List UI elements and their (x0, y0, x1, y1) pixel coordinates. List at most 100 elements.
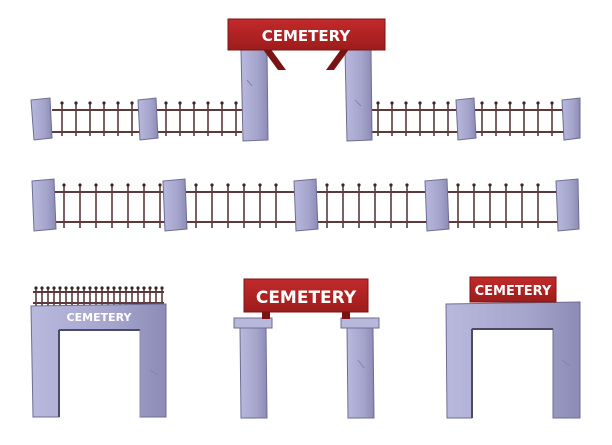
iron-bar-tip (210, 183, 214, 187)
fence-section (448, 183, 558, 228)
iron-bar-tip (142, 183, 146, 187)
iron-bar-tip (142, 286, 146, 290)
fence-section-right-mid (370, 101, 458, 136)
iron-bar-tip (480, 101, 484, 105)
iron-bar-tip (432, 101, 436, 105)
stone-pillar (561, 97, 581, 141)
iron-bar-tip (88, 286, 92, 290)
iron-bar-tip (258, 183, 262, 187)
iron-bar-tip (325, 183, 329, 187)
iron-bar-tip (226, 183, 230, 187)
iron-bar-tip (536, 183, 540, 187)
iron-bar-tip (373, 183, 377, 187)
sign-arch: CEMETERY (233, 278, 380, 419)
fence-section-right (474, 101, 564, 136)
iron-bar-tip (389, 183, 393, 187)
fence-section (317, 183, 427, 228)
iron-bar-tip (60, 101, 64, 105)
fence-row-with-arch: CEMETERY (30, 18, 581, 142)
iron-bar-tip (520, 183, 524, 187)
iron-bar-tip (206, 101, 210, 105)
stone-pillar (162, 178, 188, 232)
iron-bar-tip (34, 286, 38, 290)
iron-bar-tip (242, 183, 246, 187)
arch-sign-board: CEMETERY (227, 18, 386, 51)
fence-section (186, 183, 296, 228)
iron-bar-tip (158, 183, 162, 187)
stone-pillar (424, 178, 450, 232)
sign-arch-board (243, 278, 369, 313)
iron-bar-tip (116, 101, 120, 105)
iron-bar-tip (74, 101, 78, 105)
iron-bar-tip (118, 286, 122, 290)
iron-bar-tip (40, 286, 44, 290)
stone-pillar (30, 97, 53, 141)
iron-bar-tip (488, 183, 492, 187)
iron-bar-tip (504, 183, 508, 187)
fence-section (54, 183, 165, 228)
iron-bar-tip (70, 286, 74, 290)
sign-arch-text: CEMETERY (256, 288, 357, 308)
stone-arch-label: CEMETERY (67, 311, 133, 324)
iron-bar-tip (78, 183, 82, 187)
iron-bar-tip (136, 286, 140, 290)
iron-bar-tip (220, 101, 224, 105)
iron-bar-tip (194, 183, 198, 187)
block-arch: CEMETERY (445, 276, 581, 419)
block-arch-sign-text: CEMETERY (475, 284, 552, 299)
iron-bar-tip (522, 101, 526, 105)
iron-bar-tip (446, 101, 450, 105)
iron-bar-tip (154, 286, 158, 290)
iron-bar-tip (46, 286, 50, 290)
iron-bar-tip (58, 286, 62, 290)
iron-bar-tip (494, 101, 498, 105)
iron-bar-tip (110, 183, 114, 187)
iron-bar-tip (357, 183, 361, 187)
stone-arch-with-fence: CEMETERY (30, 286, 167, 418)
iron-bar-tip (536, 101, 540, 105)
iron-bar-tip (106, 286, 110, 290)
sign-brackets (262, 48, 350, 70)
block-arch-sign-board (469, 276, 557, 303)
iron-bar-tip (404, 101, 408, 105)
iron-bar-tip (126, 183, 130, 187)
arch-pillar-left (240, 47, 269, 142)
iron-bar-tip (148, 286, 152, 290)
iron-bar-tip (130, 101, 134, 105)
iron-bar-tip (82, 286, 86, 290)
iron-bar-tip (274, 183, 278, 187)
iron-bar-tip (112, 286, 116, 290)
iron-bar-tip (405, 183, 409, 187)
iron-bar-tip (178, 101, 182, 105)
fence-section-left-mid (157, 101, 242, 136)
iron-bar-tip (418, 101, 422, 105)
iron-bar-tip (94, 286, 98, 290)
iron-bar-tip (62, 183, 66, 187)
arch-sign-text: CEMETERY (262, 27, 352, 45)
stone-pillar (455, 97, 477, 141)
stone-pillar (555, 178, 580, 232)
iron-bar-tip (94, 183, 98, 187)
stone-pillar (293, 178, 319, 232)
iron-bar-tip (234, 101, 238, 105)
iron-bar-tip (160, 286, 164, 290)
iron-bar-tip (52, 286, 56, 290)
iron-bar-tip (508, 101, 512, 105)
fence-row-long (31, 178, 580, 232)
iron-bar-tip (341, 183, 345, 187)
iron-bar-tip (390, 101, 394, 105)
iron-bar-tip (88, 101, 92, 105)
iron-bar-tip (192, 101, 196, 105)
iron-bar-tip (550, 101, 554, 105)
iron-bar-tip (376, 101, 380, 105)
iron-bar-tip (102, 101, 106, 105)
sign-arch-pillar-left (233, 317, 273, 419)
iron-bar-tip (164, 101, 168, 105)
iron-bar-tip (64, 286, 68, 290)
stone-pillar (31, 178, 57, 232)
iron-bar-tip (124, 286, 128, 290)
iron-bar-tip (130, 286, 134, 290)
fence-section-left (52, 101, 140, 136)
iron-bar-tip (472, 183, 476, 187)
